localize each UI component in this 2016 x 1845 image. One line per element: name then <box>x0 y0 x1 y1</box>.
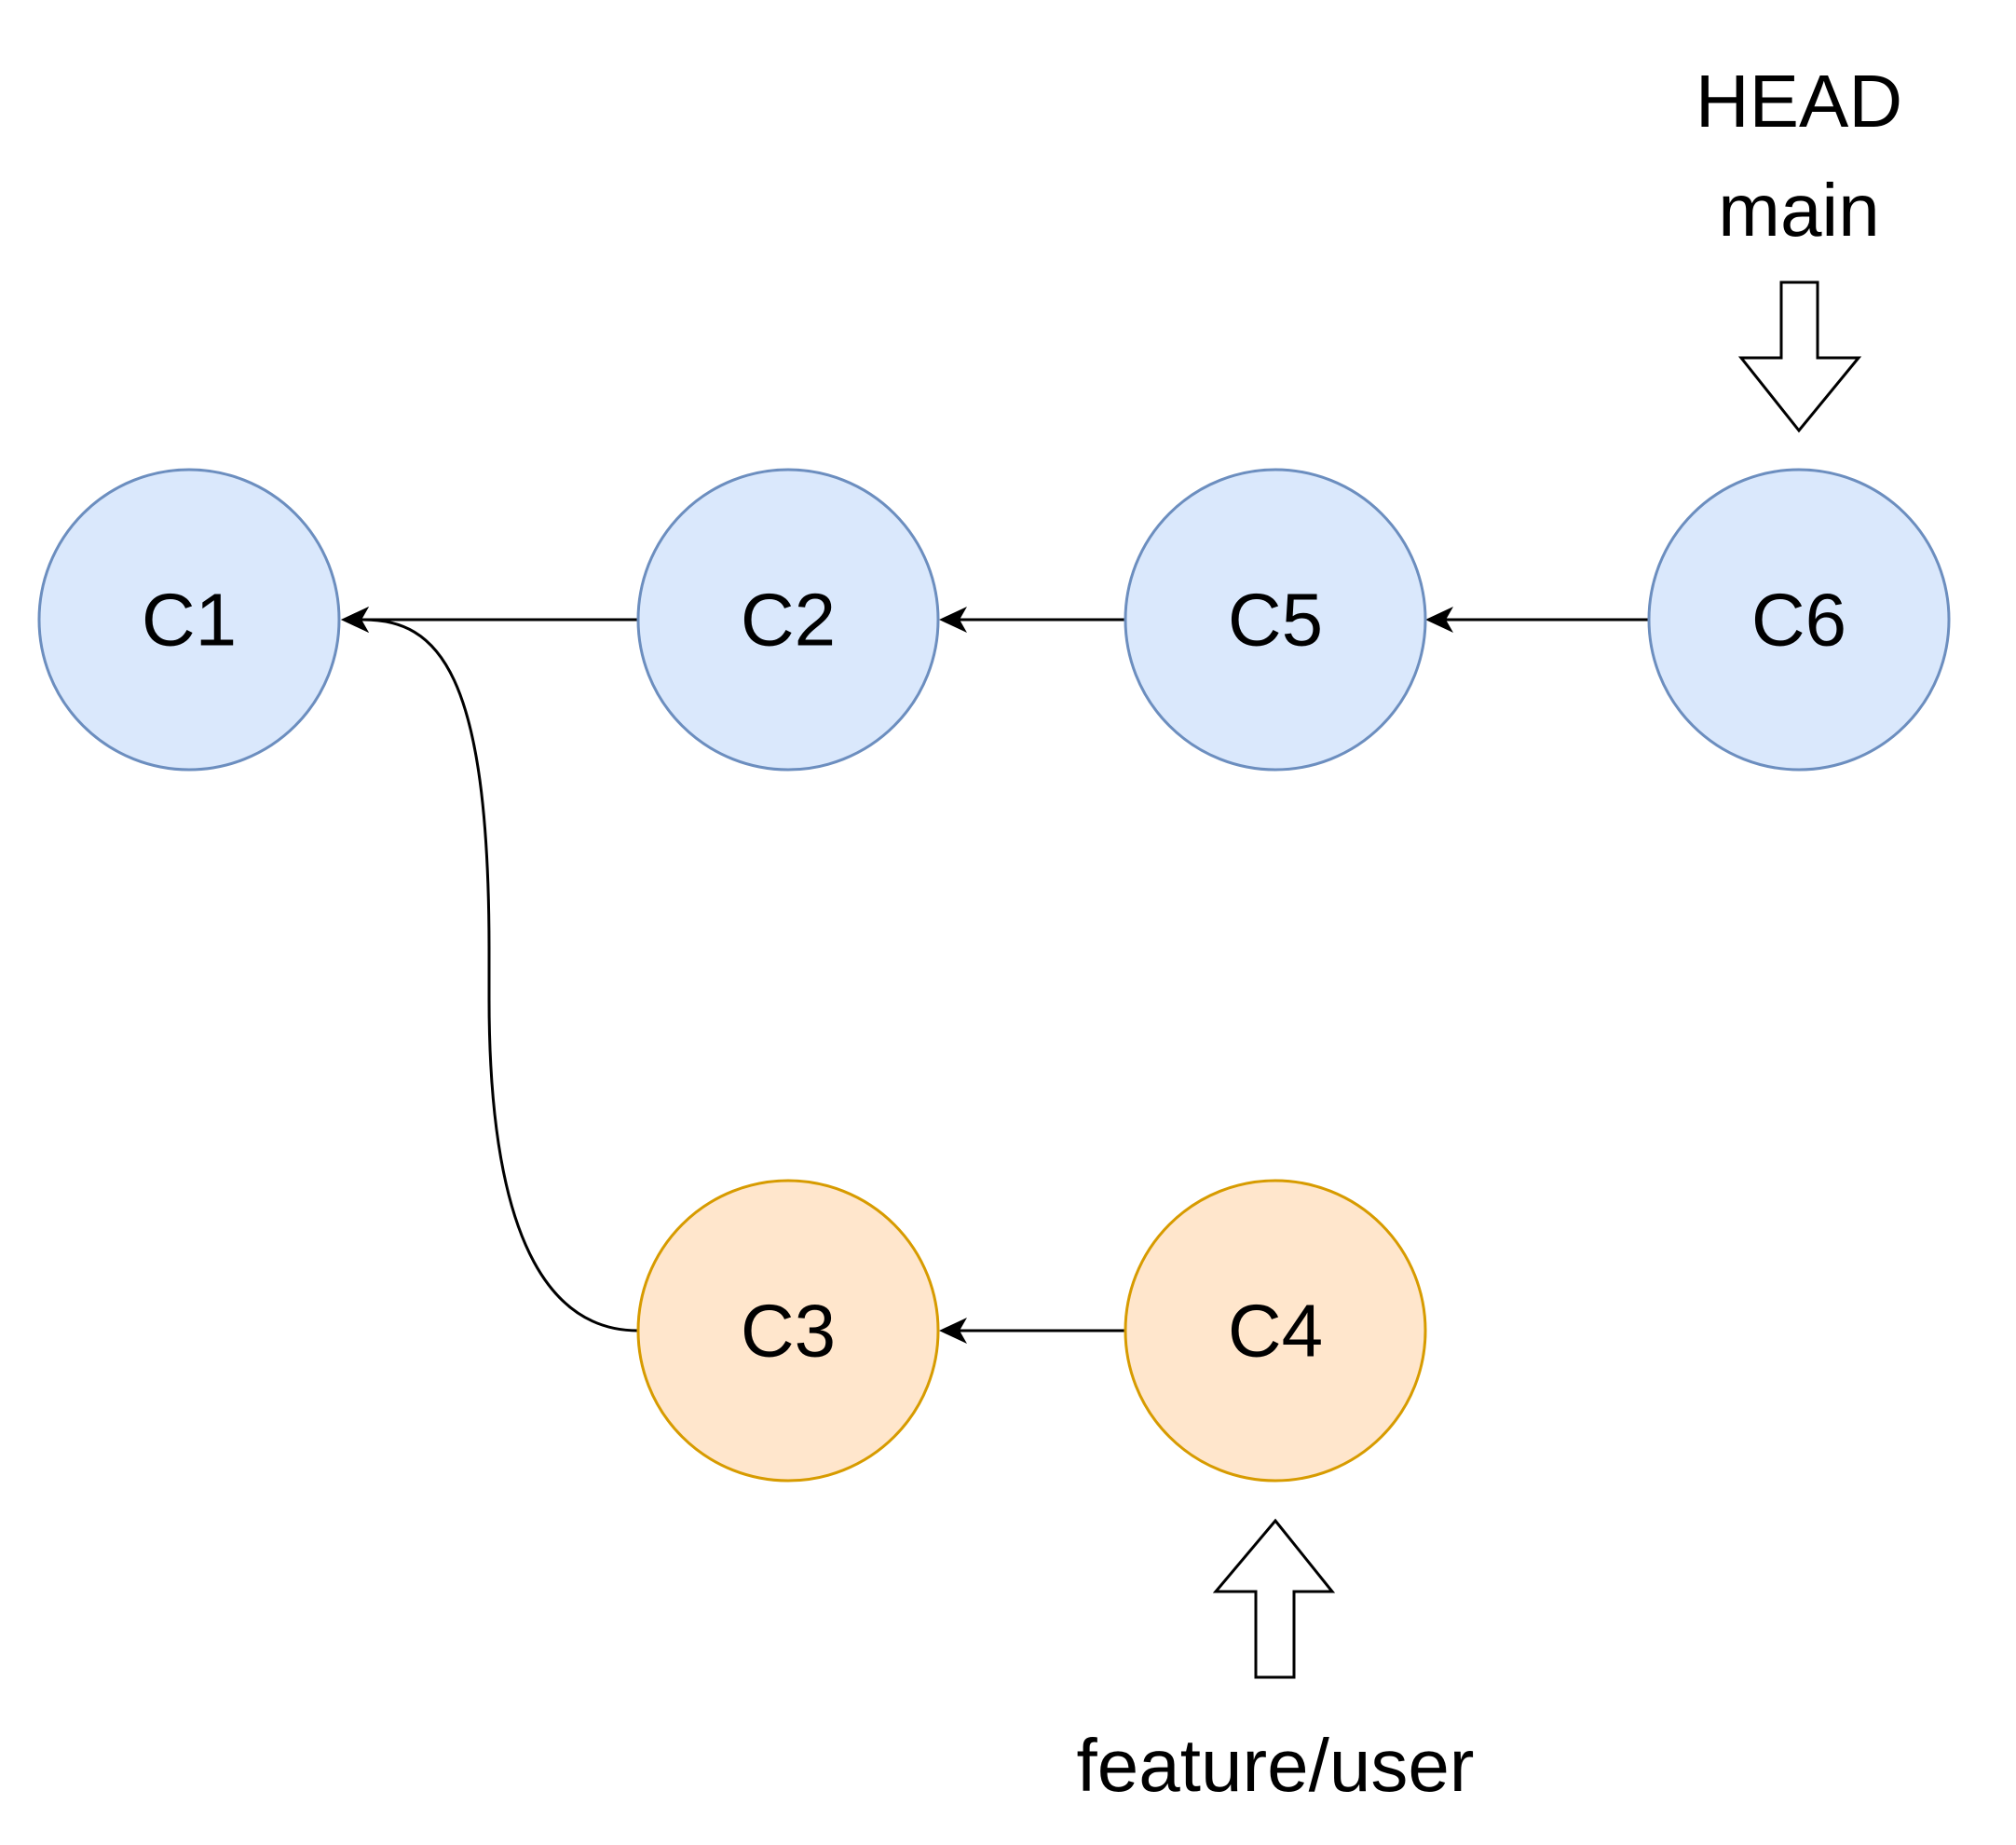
commit-label: C1 <box>142 579 237 662</box>
main-branch-label: main <box>1718 169 1879 252</box>
commit-c3: C3 <box>636 1179 940 1483</box>
commit-c4: C4 <box>1124 1179 1427 1483</box>
commit-label: C3 <box>741 1290 836 1373</box>
feature-pointer: feature/user <box>1077 1518 1475 1807</box>
edges <box>341 607 1648 1344</box>
commit-c2: C2 <box>636 468 940 772</box>
commit-label: C4 <box>1228 1290 1323 1373</box>
edge-c4-to-c3 <box>939 1318 1124 1344</box>
head-pointer: HEAD main <box>1696 60 1902 433</box>
head-label: HEAD <box>1696 60 1902 143</box>
commit-node <box>1647 468 1951 772</box>
commit-label: C6 <box>1751 579 1846 662</box>
commit-node <box>1124 468 1427 772</box>
head-down-arrow-icon <box>1737 280 1862 433</box>
commit-c5: C5 <box>1124 468 1427 772</box>
commit-label: C5 <box>1228 579 1323 662</box>
feature-up-arrow-icon <box>1212 1518 1336 1679</box>
commit-node <box>37 468 341 772</box>
commit-c1: C1 <box>37 468 341 772</box>
edge-c3-to-c1 <box>341 607 639 1332</box>
edge-c2-to-c1 <box>341 607 638 633</box>
commit-node <box>636 1179 940 1483</box>
commit-c6: C6 <box>1647 468 1951 772</box>
commit-node <box>636 468 940 772</box>
commit-node <box>1124 1179 1427 1483</box>
feature-branch-label: feature/user <box>1077 1724 1475 1807</box>
edge-c6-to-c5 <box>1425 607 1648 633</box>
commit-label: C2 <box>741 579 836 662</box>
edge-c5-to-c2 <box>939 607 1124 633</box>
